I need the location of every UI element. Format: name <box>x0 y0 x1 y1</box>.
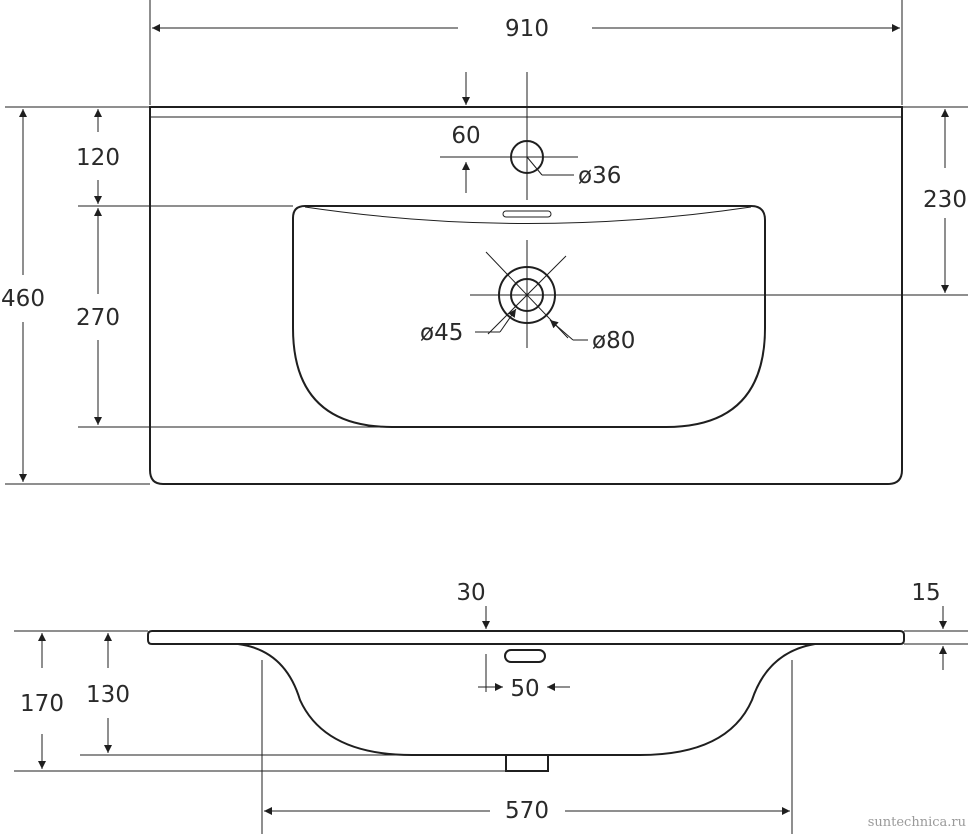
dim-bowl-depth: 270 <box>76 305 120 331</box>
drain <box>470 240 968 348</box>
dim-tap-offset: 60 <box>451 123 480 149</box>
dim-overall-depth: 460 <box>1 286 45 312</box>
dim-tap-hole-diameter: ø36 <box>578 163 621 189</box>
side-view-overflow <box>504 649 546 663</box>
dim-overflow-width: 50 <box>510 676 539 702</box>
watermark: suntechnica.ru <box>868 815 966 830</box>
side-view-top-slab <box>147 630 905 645</box>
side-view-drain <box>505 754 549 772</box>
dim-bowl-width: 570 <box>505 798 549 824</box>
dim-top-thickness: 30 <box>456 580 485 606</box>
overflow-slot <box>502 210 552 218</box>
dim-rim-thickness: 15 <box>911 580 940 606</box>
dim-overall-height: 170 <box>20 691 64 717</box>
dim-drain-from-back: 230 <box>923 187 967 213</box>
dim-overall-width: 910 <box>505 16 549 42</box>
dim-tap-hole-from-back: 120 <box>76 145 120 171</box>
dim-bowl-height: 130 <box>86 682 130 708</box>
top-view: 910 460 120 270 230 60 ø36 ø45 ø80 <box>1 0 968 485</box>
bowl-outline <box>292 205 766 428</box>
side-view: 30 15 170 130 50 570 <box>14 580 968 834</box>
dim-drain-outer-diameter: ø80 <box>592 328 635 354</box>
bowl-back-edge <box>304 206 752 224</box>
dim-drain-inner-diameter: ø45 <box>420 320 463 346</box>
top-view-outline <box>149 106 903 485</box>
tap-hole <box>440 72 578 200</box>
